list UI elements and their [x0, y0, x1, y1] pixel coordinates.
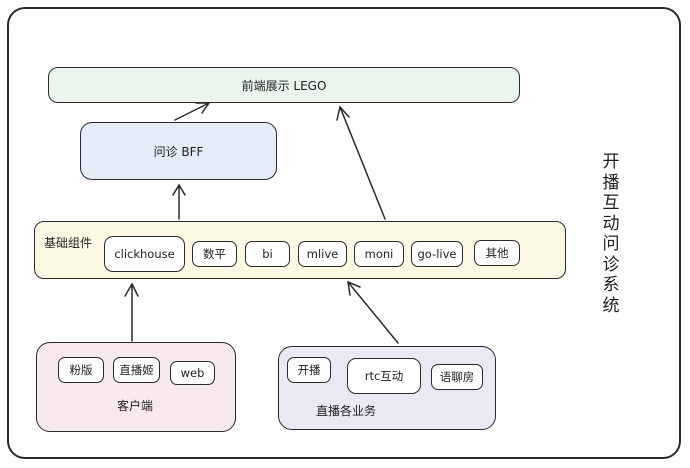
base-item-label: 数平 — [203, 247, 226, 261]
frontend-lego-label: 前端展示 LEGO — [241, 78, 327, 93]
arrow-bff-to-lego — [174, 102, 211, 121]
base-item-label: mlive — [306, 247, 339, 261]
title-char: 问 — [602, 234, 620, 254]
base-item-other: 其他 — [474, 240, 520, 266]
live-item-kaibo: 开播 — [287, 357, 331, 383]
client-item-web: web — [170, 361, 215, 385]
title-char: 动 — [602, 213, 620, 234]
base-item-mlive: mlive — [298, 241, 347, 267]
live-item-yuliaofang: 语聊房 — [431, 364, 483, 390]
base-item-bi: bi — [245, 241, 290, 267]
title-char: 播 — [602, 172, 620, 193]
client-item-label: 直播姬 — [119, 363, 154, 377]
arrow-live-to-base — [347, 280, 399, 344]
live-item-label: 开播 — [297, 363, 321, 377]
base-item-label: clickhouse — [114, 247, 175, 261]
live-item-rtc: rtc互动 — [347, 358, 421, 394]
title-char: 系 — [602, 275, 620, 295]
arrow-base-to-lego — [336, 105, 386, 220]
client-item-label: web — [180, 366, 205, 380]
title-char: 诊 — [602, 254, 620, 275]
base-item-label: moni — [364, 247, 394, 261]
title-char: 开 — [602, 152, 620, 172]
base-item-clickhouse: clickhouse — [104, 236, 185, 272]
title-char: 统 — [602, 295, 620, 316]
base-item-label: 其他 — [485, 246, 509, 260]
system-frame — [7, 7, 681, 459]
base-item-go-live: go-live — [411, 241, 463, 267]
live-item-label: 语聊房 — [439, 370, 475, 384]
arrow-client-to-base — [124, 282, 139, 342]
client-item-fenban: 粉版 — [58, 357, 104, 383]
base-item-label: bi — [262, 247, 273, 261]
client-label: 客户端 — [117, 399, 154, 413]
system-title-vertical: 开 播 互 动 问 诊 系 统 — [600, 152, 622, 316]
live-business-label: 直播各业务 — [316, 404, 377, 418]
bff-label: 问诊 BFF — [153, 144, 204, 159]
bff-box: 问诊 BFF — [80, 122, 277, 180]
client-item-zhiboji: 直播姬 — [113, 357, 160, 383]
base-item-label: go-live — [417, 247, 457, 261]
base-item-moni: moni — [354, 241, 404, 267]
live-item-label: rtc互动 — [364, 369, 404, 383]
title-char: 互 — [602, 193, 620, 213]
frontend-lego-box: 前端展示 LEGO — [48, 67, 520, 103]
client-item-label: 粉版 — [69, 363, 93, 377]
base-item-shuping: 数平 — [192, 241, 237, 267]
arrow-base-to-bff — [172, 183, 186, 220]
base-components-label: 基础组件 — [44, 236, 93, 250]
